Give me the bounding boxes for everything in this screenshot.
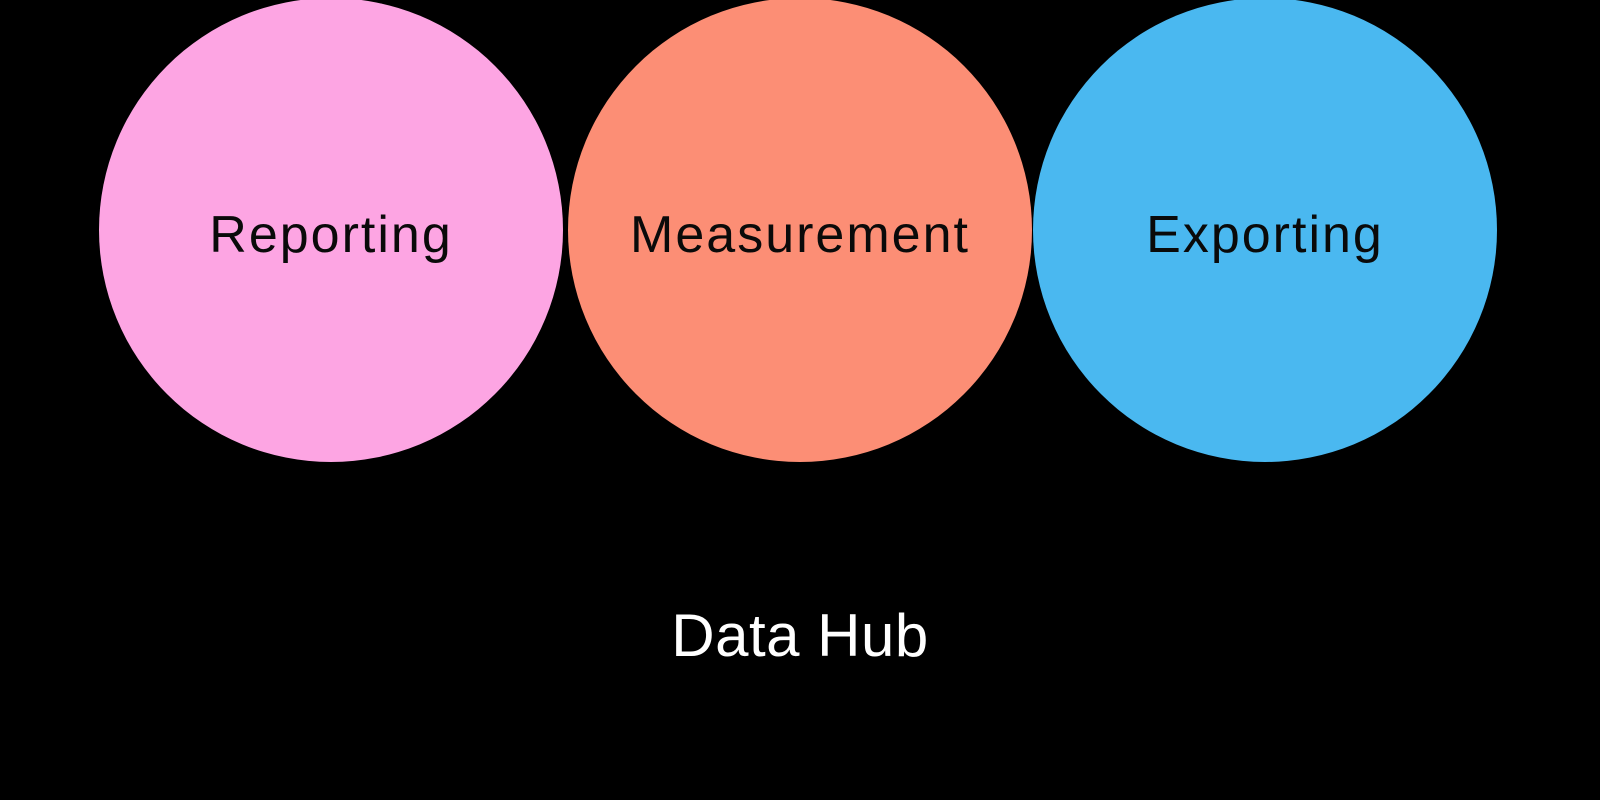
hub-title: Data Hub xyxy=(671,601,929,669)
hub-title-container: Data Hub xyxy=(0,600,1600,670)
node-circle-exporting: Exporting xyxy=(1033,0,1497,462)
node-label-exporting: Exporting xyxy=(1146,206,1384,264)
node-label-measurement: Measurement xyxy=(630,206,970,264)
node-circle-reporting: Reporting xyxy=(99,0,563,462)
node-circle-measurement: Measurement xyxy=(568,0,1032,462)
node-label-reporting: Reporting xyxy=(209,206,453,264)
